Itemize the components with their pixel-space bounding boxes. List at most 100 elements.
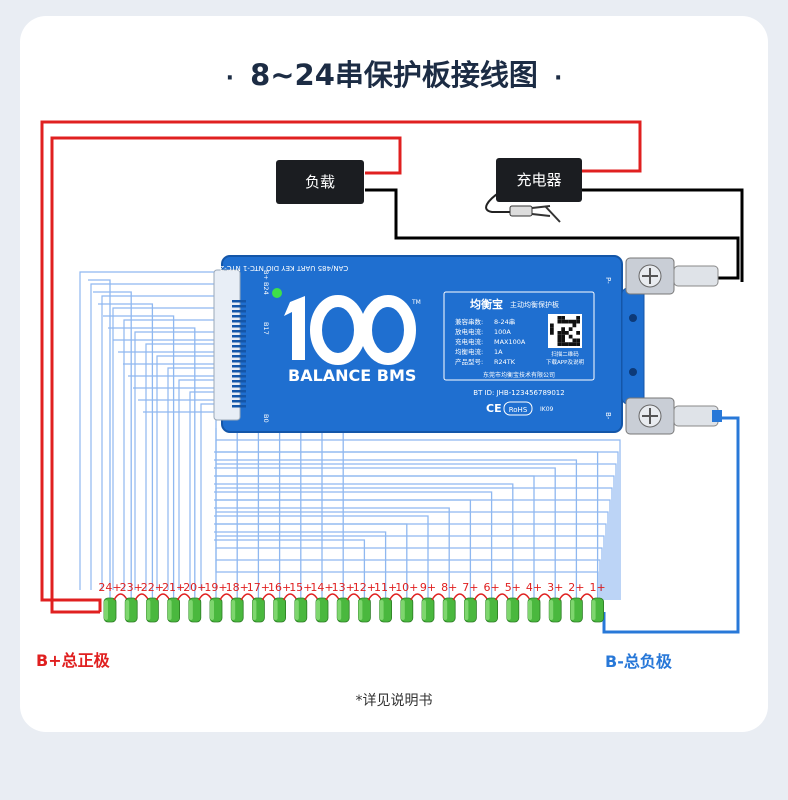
- cell-label: 9+: [420, 581, 436, 594]
- spec-key-3: 充电电流:: [455, 337, 483, 346]
- qr-module: [557, 338, 562, 343]
- cell-highlight: [294, 600, 299, 620]
- b-minus-wire: [602, 416, 740, 634]
- charger-negative-wire: [582, 188, 744, 282]
- cell-label: 22+: [141, 581, 164, 594]
- qr-module: [557, 316, 562, 320]
- cell-highlight: [422, 600, 426, 620]
- balance-wire: [145, 343, 216, 590]
- cell-link: [516, 593, 531, 601]
- pin-label-top: B+ B24: [262, 270, 270, 295]
- load-label: 负载: [304, 173, 335, 191]
- load-box: 负载: [276, 160, 364, 204]
- product-subtitle: 主动均衡保护板: [510, 300, 559, 309]
- balance-wire: [123, 319, 216, 590]
- pin-label-bottom: B0: [262, 414, 270, 423]
- connector-tooth: [232, 300, 246, 303]
- page-title: · 8~24串保护板接线图 ·: [225, 58, 563, 92]
- balance-wire: [214, 531, 387, 600]
- cell-link: [494, 593, 510, 601]
- spec-val-3: MAX100A: [494, 338, 526, 346]
- b-plus-label: B+总正极: [36, 651, 110, 670]
- cell-label: 3+: [547, 581, 563, 594]
- qr-module: [576, 342, 580, 346]
- cell-labels: 24+23+22+21+20+19+18+17+16+15+14+13+12+1…: [98, 581, 605, 594]
- balance-wire: [214, 459, 578, 600]
- cell-label: 5+: [505, 581, 521, 594]
- balance-wire: [178, 379, 216, 590]
- balance-wire: [98, 303, 154, 600]
- connector-tooth: [232, 305, 246, 308]
- balance-wire: [156, 355, 216, 590]
- cell-label: 15+: [289, 581, 312, 594]
- cell-highlight: [104, 600, 108, 620]
- qr-module: [561, 316, 565, 320]
- cell-label: 16+: [268, 581, 291, 594]
- connector-teeth: [232, 300, 246, 408]
- qr-module: [568, 319, 573, 324]
- qr-module: [557, 331, 562, 335]
- cell-link: [219, 593, 234, 601]
- cell-highlight: [273, 600, 278, 620]
- balance-wire: [215, 452, 617, 600]
- title-text: 8~24串保护板接线图: [250, 58, 538, 92]
- balance-wire: [167, 367, 216, 590]
- spec-key-2: 放电电流:: [455, 327, 483, 336]
- balance-wire: [112, 307, 216, 590]
- qr-module: [557, 342, 562, 346]
- spec-val-2: 100A: [494, 328, 511, 336]
- charger-plug-prongs: [531, 205, 561, 223]
- cell-highlight: [337, 600, 342, 620]
- qr-module: [576, 316, 580, 320]
- cell-link: [134, 593, 150, 601]
- connector-tooth: [232, 385, 246, 388]
- cell-label: 7+: [462, 581, 478, 594]
- qr-pattern: [550, 316, 580, 346]
- balance-wire: [108, 327, 196, 600]
- cell-highlight: [358, 600, 363, 620]
- balance-wire: [215, 476, 613, 600]
- spec-key-4: 均衡电流:: [455, 347, 483, 356]
- qr-module: [561, 342, 565, 346]
- cell-highlight: [252, 600, 257, 620]
- connector-tooth: [232, 345, 246, 348]
- cell-highlight: [443, 600, 448, 620]
- load-negative-wire: [365, 188, 740, 280]
- balance-wire: [215, 488, 611, 600]
- cell-label: 18+: [226, 581, 249, 594]
- qr-caption-2: 下载APP及说明: [546, 358, 584, 366]
- cell-label: 14+: [310, 581, 333, 594]
- cell-highlight: [570, 600, 575, 620]
- ce-mark: CE: [486, 402, 502, 415]
- qr-module: [561, 319, 565, 324]
- cell-link: [452, 593, 468, 601]
- load-positive-wire: [50, 136, 402, 614]
- cell-link: [537, 593, 552, 601]
- cell-label: 4+: [526, 581, 542, 594]
- p-minus-label: P-: [604, 277, 612, 284]
- balance-wire: [215, 440, 619, 600]
- balance-wire: [215, 524, 605, 600]
- cell-link: [198, 593, 213, 601]
- balance-wire: [215, 536, 603, 600]
- balance-wires: [79, 271, 621, 600]
- balance-wire: [214, 491, 493, 600]
- connector-tooth: [232, 395, 246, 398]
- cell-link: [579, 593, 595, 601]
- board-ports-label: CAN/485 UART KEY DIO NTC-1 NTC-2: [220, 264, 349, 272]
- cell-label: 24+: [98, 581, 121, 594]
- balance-wire: [215, 560, 599, 600]
- cell-link: [473, 593, 489, 601]
- cell-highlight: [379, 600, 384, 620]
- cell-link: [367, 593, 383, 601]
- model-code: IK09: [540, 406, 554, 413]
- balance-wire: [79, 271, 216, 590]
- cell-label: 23+: [120, 581, 143, 594]
- balance-wire: [134, 331, 216, 590]
- balance-wire: [200, 403, 216, 590]
- qr-module: [565, 331, 569, 335]
- connector-tooth: [232, 370, 246, 373]
- battery-cells: [103, 593, 604, 623]
- logo-100-icon: [284, 295, 416, 365]
- connector-tooth: [232, 390, 246, 393]
